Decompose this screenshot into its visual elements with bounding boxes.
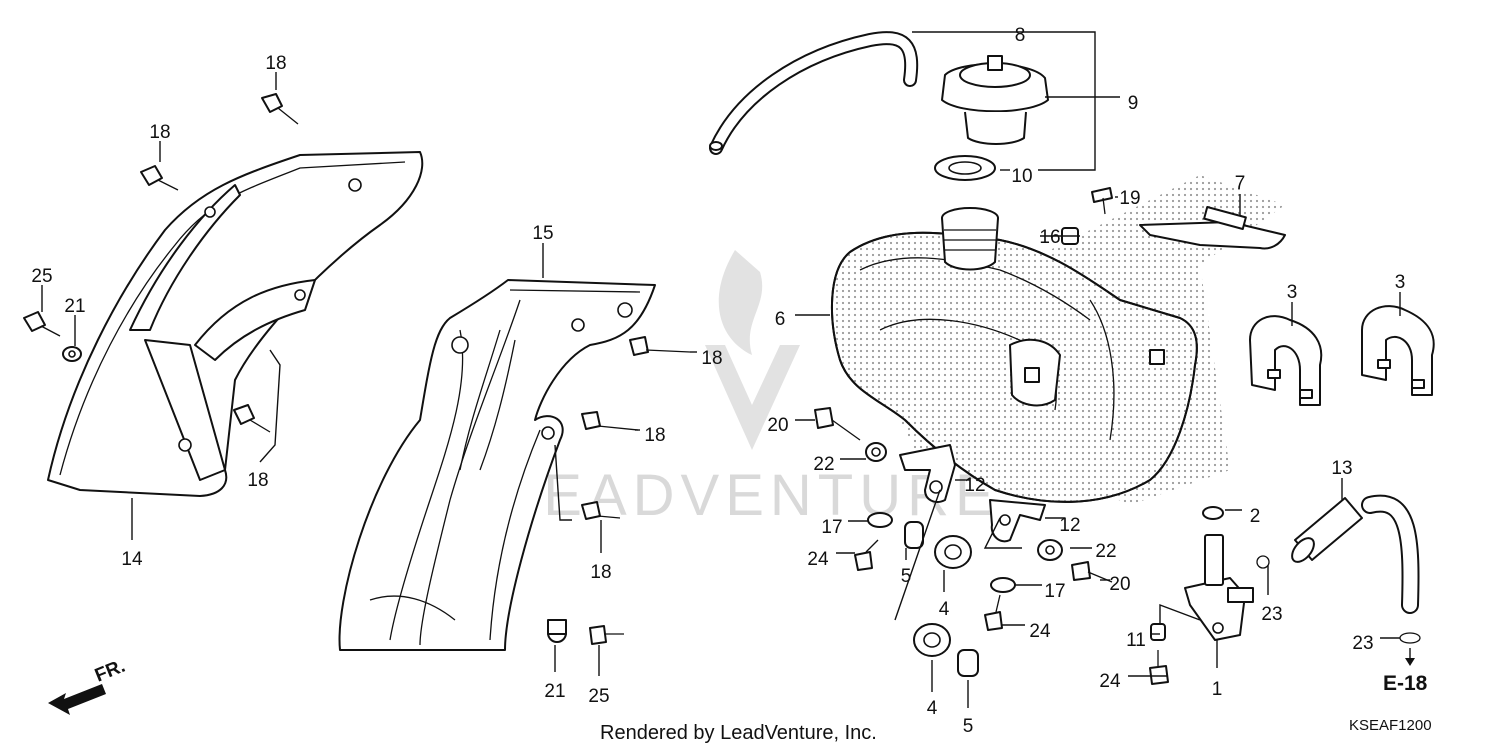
fuel-hose-part-13 <box>1291 494 1420 614</box>
callout-c18b: 18 <box>149 122 170 143</box>
bolt-18d <box>629 336 691 356</box>
collar-17b <box>990 577 1016 593</box>
callout-c4a: 4 <box>939 599 950 620</box>
clip-23b <box>1399 632 1421 644</box>
front-direction-indicator: FR. <box>48 656 128 715</box>
bolt-18f <box>581 501 621 520</box>
callout-c24c: 24 <box>1099 671 1121 692</box>
callout-c18e: 18 <box>247 470 268 491</box>
screw-11 <box>1150 623 1166 641</box>
bolt-18e <box>581 411 639 431</box>
grommet-5a <box>904 521 924 549</box>
callout-c22a: 22 <box>813 454 834 475</box>
callout-c24a: 24 <box>807 549 829 570</box>
grommet-4a <box>934 535 972 569</box>
footer-credit: Rendered by LeadVenture, Inc. <box>600 722 877 744</box>
callout-c25b: 25 <box>588 686 609 707</box>
callout-c10: 10 <box>1011 166 1032 187</box>
callout-c13: 13 <box>1331 458 1352 479</box>
nut-21a <box>62 346 82 362</box>
callout-c18c: 18 <box>701 348 722 369</box>
reference-label: E-18 <box>1383 672 1428 695</box>
bolt-24b <box>984 594 1003 631</box>
callout-c18d: 18 <box>644 425 665 446</box>
lower-hardware <box>814 407 1113 677</box>
washer-2 <box>1202 506 1224 520</box>
fuel-tank-part-6 <box>831 207 1198 543</box>
collar-17a <box>867 512 893 528</box>
nut-21b <box>547 619 567 643</box>
callout-c16: 16 <box>1039 227 1060 248</box>
leader-lines <box>41 31 1415 708</box>
callout-c5b: 5 <box>963 716 974 737</box>
callout-c21b: 21 <box>544 681 565 702</box>
grommet-5b <box>957 649 979 677</box>
bolt-18c <box>233 404 271 433</box>
callout-c22b: 22 <box>1095 541 1116 562</box>
callout-c1: 1 <box>1212 679 1223 700</box>
tank-band-part-7 <box>1139 206 1286 250</box>
fuel-petcock-part-1 <box>1184 534 1254 641</box>
left-shroud-part-14 <box>47 151 424 497</box>
callout-c17b: 17 <box>1044 581 1065 602</box>
callout-c3a: 3 <box>1287 282 1298 303</box>
callout-c23b: 23 <box>1352 633 1373 654</box>
callout-c15: 15 <box>532 223 553 244</box>
diagram-code: KSEAF1200 <box>1349 717 1432 734</box>
callout-c24b: 24 <box>1029 621 1051 642</box>
fuel-cap-part-9 <box>941 55 1049 145</box>
watermark: LEADVENTURE <box>505 250 994 528</box>
bolt-20b <box>1071 561 1113 583</box>
shroud-graphic-part-15 <box>338 279 656 651</box>
callout-c8: 8 <box>1015 25 1026 46</box>
cap-gasket-part-10 <box>934 155 996 181</box>
callout-c17a: 17 <box>821 517 842 538</box>
bolt-25b <box>589 625 624 645</box>
callout-c6: 6 <box>775 309 786 330</box>
bolt-19 <box>1091 187 1113 215</box>
callout-c23a: 23 <box>1261 604 1282 625</box>
callout-c7: 7 <box>1235 173 1246 194</box>
screw-24c <box>1149 650 1169 685</box>
callout-c19: 19 <box>1119 188 1140 209</box>
callout-c5a: 5 <box>901 566 912 587</box>
grommet-4b <box>913 623 951 657</box>
direction-label: FR. <box>92 656 128 687</box>
washer-22b <box>1037 539 1063 561</box>
bolt-24a <box>854 539 879 571</box>
clip-3b <box>1361 305 1435 396</box>
callout-c12a: 12 <box>964 475 985 496</box>
callout-c18f: 18 <box>590 562 611 583</box>
callout-c12b: 12 <box>1059 515 1080 536</box>
callout-c21a: 21 <box>64 296 85 317</box>
callout-c25a: 25 <box>31 266 52 287</box>
callout-c2: 2 <box>1250 506 1261 527</box>
callout-labels: 8 9 10 7 19 16 3 3 6 20 22 12 12 17 24 5 4 22 20 17 24 2 13 23 2… <box>31 25 1405 737</box>
breather-tube-part-8 <box>709 31 919 155</box>
callout-c11: 11 <box>1126 630 1146 651</box>
bolt-20a <box>814 407 861 441</box>
callout-c3b: 3 <box>1395 272 1406 293</box>
callout-c9: 9 <box>1128 93 1139 114</box>
callout-c18a: 18 <box>265 53 286 74</box>
bolt-18a <box>261 93 299 125</box>
callout-c20b: 20 <box>1109 574 1130 595</box>
callout-c14: 14 <box>121 549 143 570</box>
callout-c20a: 20 <box>767 415 788 436</box>
bolt-18b <box>140 165 179 191</box>
clip-3a <box>1249 315 1323 406</box>
front-arrow-icon <box>48 684 106 715</box>
bolts-left <box>23 93 691 645</box>
clip-23a <box>1256 555 1270 569</box>
callout-c4b: 4 <box>927 698 938 719</box>
washer-22a <box>865 442 887 462</box>
bolt-25a <box>23 311 61 337</box>
